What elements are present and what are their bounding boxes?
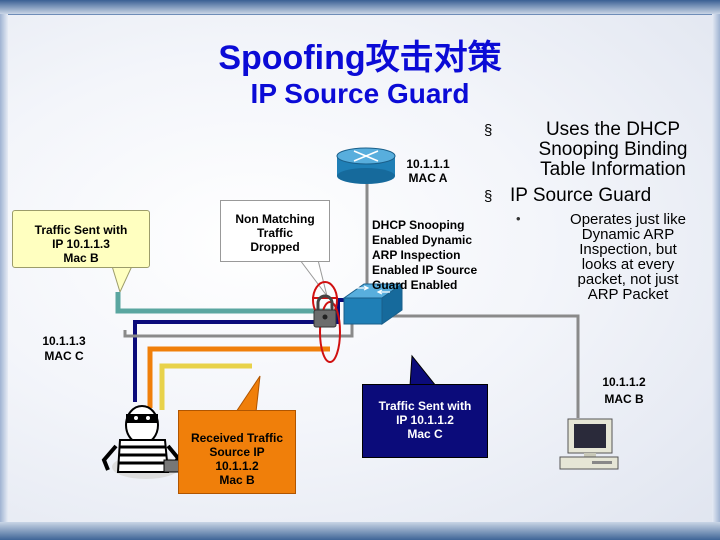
- bullet-text: IP Source Guard: [510, 185, 652, 206]
- path-teal: [115, 292, 330, 314]
- bullet-mark: §: [484, 188, 493, 205]
- attacker-icon: [101, 405, 183, 479]
- sub-bullet-mark: •: [516, 211, 521, 226]
- bullet-list: § Uses the DHCP Snooping Binding Table I…: [476, 120, 716, 303]
- attacker-label: 10.1.1.3 MAC C: [42, 334, 86, 363]
- pc-icon: [559, 418, 619, 470]
- attacker-switch-link: [123, 322, 354, 338]
- bullet-text: Uses the DHCP Snooping Binding Table Inf…: [538, 119, 688, 180]
- sub-bullet-text: Operates just like Dynamic ARP Inspectio…: [570, 211, 686, 303]
- callout-sent-c: Traffic Sent with IP 10.1.1.2 Mac C: [362, 384, 488, 458]
- bullet-item: § Uses the DHCP Snooping Binding Table I…: [476, 120, 716, 180]
- bullet-mark: §: [484, 122, 493, 139]
- switch-label: DHCP Snooping Enabled Dynamic ARP Inspec…: [372, 218, 478, 292]
- callout-dropped-pointer: [299, 259, 328, 297]
- path-yellow: [159, 363, 252, 410]
- callout-received: Received Traffic Source IP 10.1.1.2 Mac …: [178, 410, 296, 494]
- callout-sent-b-pointer: [111, 265, 133, 294]
- slide-frame-left: [0, 14, 8, 522]
- switch-host-link: [392, 314, 580, 418]
- slide-frame-top: [0, 0, 720, 15]
- callout-received-pointer: [235, 375, 261, 413]
- slide-frame-bottom: [0, 522, 720, 540]
- callout-sent-c-pointer: [409, 354, 438, 387]
- padlock-icon: [313, 294, 337, 328]
- slide-title: Spoofing攻击对策: [218, 39, 502, 77]
- port-loop: [319, 301, 341, 363]
- switch-icon: [342, 283, 404, 325]
- callout-dropped: Non Matching Traffic Dropped: [220, 200, 330, 262]
- slide-subtitle: IP Source Guard: [250, 78, 470, 109]
- bullet-item: § IP Source Guard: [476, 186, 716, 206]
- path-orange: [147, 346, 330, 408]
- router-icon: [336, 147, 396, 184]
- sub-bullet-item: • Operates just like Dynamic ARP Inspect…: [476, 211, 716, 303]
- host-label: 10.1.1.2 MAC B: [602, 375, 646, 406]
- callout-sent-b: Traffic Sent with IP 10.1.1.3 Mac B: [12, 210, 150, 268]
- slide-frame-right: [712, 14, 720, 522]
- router-label: 10.1.1.1 MAC A: [406, 157, 450, 185]
